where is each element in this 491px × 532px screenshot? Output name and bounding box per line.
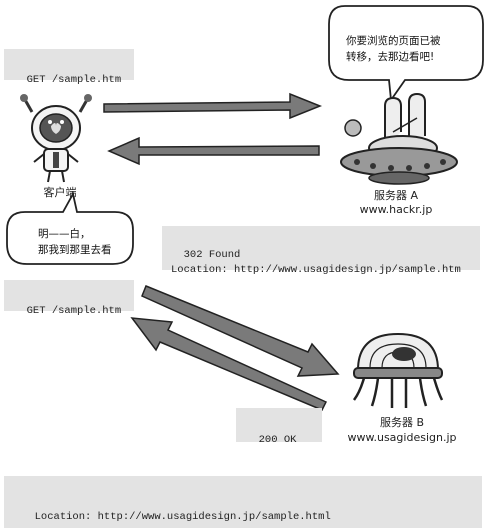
server-a-bubble-line-1: 你要浏览的页面已被 [346,35,441,47]
server-a-bubble-text: 你要浏览的页面已被 转移，去那边看吧! [346,33,441,66]
request-2-arrow [141,285,340,377]
response-1-box: 302 Found Location: http://www.usagidesi… [162,226,480,276]
response-2-arrow [130,317,328,411]
request-2-text: GET /sample.htm [26,305,122,318]
client-bubble-text: 明——白， 那我到那里去看 [38,226,112,259]
request-1-box: GET /sample.htm [4,49,134,86]
footer-location-box: Location: http://www.usagidesign.jp/samp… [4,476,482,528]
client-bubble-line-2: 那我到那里去看 [38,244,112,257]
server-b-label: 服务器 B [379,416,425,429]
response-1-arrow [107,136,320,166]
request-1-text: GET /sample.htm [26,74,122,87]
server-a-ufo-icon [340,92,458,185]
server-a-speech-bubble [328,5,484,103]
response-2-status: 200 OK [258,434,297,447]
client-speech-bubble [6,191,134,265]
server-a-label: 服务器 A [373,189,419,202]
client-robot-icon [20,94,92,183]
footer-location-text: Location: http://www.usagidesign.jp/samp… [34,511,331,524]
server-b-host: www.usagidesign.jp [347,431,457,444]
server-b-ufo-icon [352,332,444,408]
server-a-host: www.hackr.jp [359,203,433,216]
response-1-location: Location: http://www.usagidesign.jp/samp… [171,264,461,277]
response-2-box: 200 OK [236,408,322,446]
request-2-box: GET /sample.htm [4,280,134,317]
server-a-bubble-line-2: 转移，去那边看吧! [346,51,435,64]
client-bubble-line-1: 明——白， [38,228,91,240]
request-1-arrow [103,92,323,120]
client-label: 客户端 [43,186,77,199]
response-1-status: 302 Found [183,249,241,262]
